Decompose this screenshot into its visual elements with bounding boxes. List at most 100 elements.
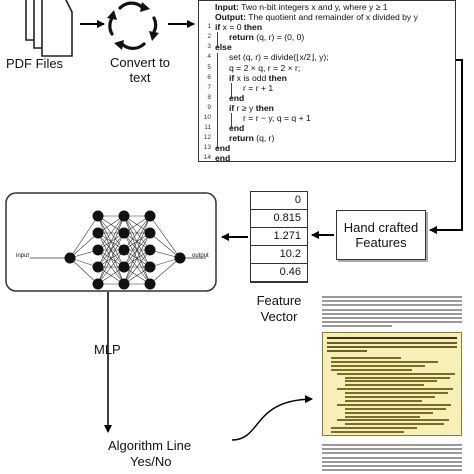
line-number: 5 xyxy=(207,63,211,71)
mlp-node xyxy=(144,227,156,239)
pseudocode-line: 11 end xyxy=(199,123,455,133)
pseudocode-text: r = r − y, q = q + 1 xyxy=(243,113,311,124)
paper-text-line xyxy=(331,357,401,359)
paper-text-line xyxy=(331,368,412,371)
paper-text-line xyxy=(322,300,462,303)
mlp-connection xyxy=(97,215,125,285)
paper-text-line xyxy=(322,304,462,307)
pseudocode-text: q = 2 × q, r = 2 × r; xyxy=(229,62,301,73)
mlp-connection xyxy=(149,215,181,259)
paper-text-line xyxy=(322,469,462,472)
mlp-node xyxy=(118,261,130,273)
mlp-node xyxy=(92,227,104,239)
mlp-connection xyxy=(69,257,99,285)
paper-text-line xyxy=(331,431,404,434)
line-number: 4 xyxy=(207,53,211,61)
mlp-connection xyxy=(149,232,181,259)
algorithm-line-label-line2: Yes/No xyxy=(130,454,172,469)
convert-label-line1: Convert to xyxy=(110,55,170,70)
arrow-text-to-features xyxy=(429,59,463,234)
paper-text-line xyxy=(345,399,422,402)
paper-text-line xyxy=(322,444,462,446)
feature-value-cell: 0.815 xyxy=(251,210,307,228)
mlp-node xyxy=(92,244,104,256)
mlp-node xyxy=(144,244,156,256)
arrow-output-to-paper xyxy=(231,395,313,441)
paper-text-line xyxy=(322,308,462,311)
mlp-connection xyxy=(123,232,151,285)
paper-text-line xyxy=(322,456,462,459)
paper-text-line xyxy=(345,415,420,418)
mlp-connection xyxy=(123,249,151,285)
pseudocode-text: return (q, r) = (0, 0) xyxy=(229,32,305,43)
paper-text-line xyxy=(322,465,462,467)
pseudocode-text: end xyxy=(215,153,231,164)
paper-text-line xyxy=(322,317,462,319)
paper-text-line xyxy=(331,364,425,367)
mlp-connection xyxy=(149,257,181,285)
paper-text-line xyxy=(345,407,446,410)
mlp-connection xyxy=(69,232,99,259)
pseudocode-text: Input: Two n-bit integers x and y, where… xyxy=(215,2,388,12)
mlp-node xyxy=(118,244,130,256)
feature-value-cell: 1.271 xyxy=(251,228,307,246)
paper-text-line xyxy=(345,392,448,395)
mlp-connection xyxy=(97,249,125,285)
paper-text-line xyxy=(327,346,457,348)
paper-text-line xyxy=(331,427,417,430)
pseudocode-text: end xyxy=(229,123,245,134)
paper-text-line xyxy=(322,452,462,455)
pseudocode-text: r = r + 1 xyxy=(243,82,274,93)
pseudocode-text: end xyxy=(229,92,245,103)
line-number: 11 xyxy=(204,124,211,132)
algorithm-highlight-box xyxy=(322,332,462,436)
paper-text-line xyxy=(337,372,455,375)
mlp-node xyxy=(92,278,104,290)
mlp-output-label: output xyxy=(192,253,209,259)
paper-text-line xyxy=(331,360,438,363)
paper-text-line xyxy=(345,376,450,379)
pseudocode-line: 5 q = 2 × q, r = 2 × r; xyxy=(199,63,455,73)
paper-text-line xyxy=(322,325,392,328)
feature-value-cell: 0 xyxy=(251,192,307,210)
paper-text-line xyxy=(322,321,462,324)
algorithm-line-label-line1: Algorithm Line xyxy=(108,438,192,453)
neural-network-icon xyxy=(30,210,206,290)
mlp-connection xyxy=(97,232,125,285)
pseudocode-line: 14 end xyxy=(199,153,455,163)
paper-thumbnail xyxy=(316,292,468,474)
features-label-line1: Hand crafted xyxy=(343,220,419,235)
paper-text-line xyxy=(322,460,462,463)
line-number: 9 xyxy=(207,103,211,111)
feature-value-cell: 0.46 xyxy=(251,264,307,282)
hand-crafted-features-box: Hand crafted Features xyxy=(336,210,426,260)
line-number: 14 xyxy=(203,154,211,162)
paper-text-line xyxy=(345,411,433,414)
mlp-node xyxy=(118,227,130,239)
mlp-label: MLP xyxy=(94,342,121,357)
mlp-connection xyxy=(123,215,151,251)
mlp-connection xyxy=(97,215,125,268)
feature-vector-label-line2: Vector xyxy=(260,309,298,324)
paper-text-line xyxy=(345,384,424,387)
pseudocode-text: set (q, r) = divide(⌊x/2⌋, y); xyxy=(229,52,329,63)
line-number: 13 xyxy=(203,144,211,152)
mlp-node xyxy=(92,210,104,222)
pseudocode-text: if r ≥ y then xyxy=(229,102,274,113)
paper-text-line xyxy=(322,448,462,451)
line-number: 8 xyxy=(207,93,211,101)
paper-text-line xyxy=(345,423,444,426)
pseudocode-panel: Input: Two n-bit integers x and y, where… xyxy=(198,0,456,163)
pseudocode-text: Output: The quotient and remainder of x … xyxy=(215,12,418,23)
mlp-node xyxy=(92,261,104,273)
line-number: 1 xyxy=(207,23,211,31)
mlp-connection xyxy=(123,215,151,285)
mlp-node xyxy=(64,252,76,264)
mlp-node xyxy=(144,210,156,222)
line-number: 6 xyxy=(207,73,211,81)
